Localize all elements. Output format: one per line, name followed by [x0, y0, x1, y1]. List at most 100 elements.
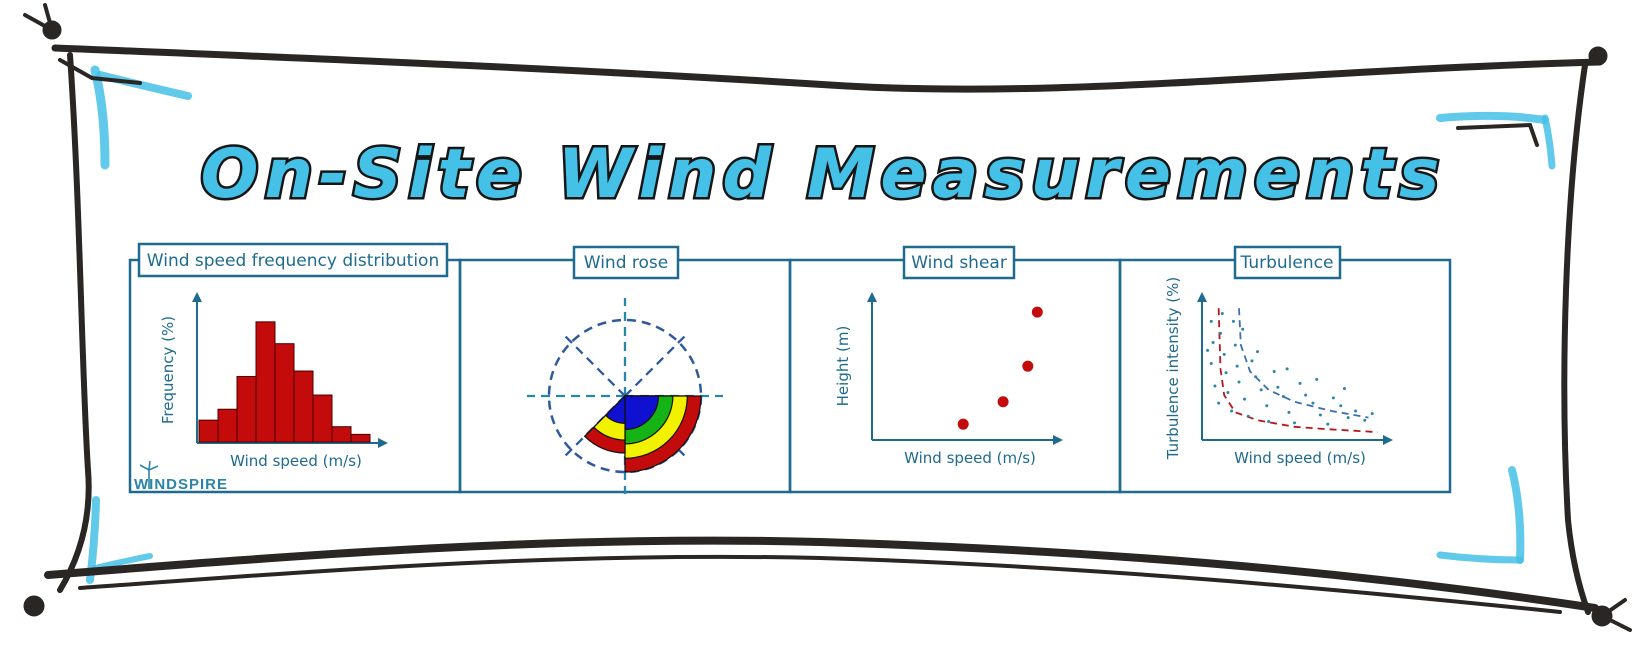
- frame-knot-bl: [23, 595, 45, 617]
- panel-windrose-label: Wind rose: [584, 253, 668, 273]
- highlight-bottom-right-h: [1436, 551, 1524, 564]
- windspire-logo: WINDSPIRE: [134, 460, 228, 493]
- turbulence-point: [1209, 319, 1213, 323]
- turbulence-point: [1293, 421, 1296, 425]
- turbulence-point: [1276, 385, 1280, 389]
- panel-frequency-label: Wind speed frequency distribution: [147, 251, 439, 271]
- turbulence-point: [1213, 384, 1217, 388]
- frequency-bar: [236, 375, 257, 443]
- turbulence-point: [1287, 410, 1291, 414]
- wind-turbine-icon: [139, 460, 159, 489]
- panel-turbulence-label: Turbulence: [1240, 253, 1334, 273]
- turbulence-point: [1224, 371, 1228, 375]
- highlight-top-left-h: [96, 71, 192, 100]
- frame-tail-br: [1600, 598, 1632, 632]
- shear-point: [1031, 306, 1043, 318]
- frequency-bars: [198, 321, 371, 443]
- frequency-bar: [274, 343, 295, 443]
- turbulence-point: [1220, 311, 1224, 315]
- turbulence-point: [1363, 418, 1367, 422]
- turb-y-axis-arrow: [1197, 292, 1207, 302]
- frame-bottom-edge-2: [78, 554, 1562, 614]
- highlight-top-left: [90, 65, 110, 170]
- freq-x-label: Wind speed (m/s): [230, 452, 362, 470]
- turbulence-point: [1342, 387, 1346, 391]
- turbulence-point: [1230, 409, 1234, 413]
- highlight-top-right-v: [1541, 114, 1556, 170]
- panel-turbulence-label-box: [1233, 245, 1342, 280]
- frame-top-right-tick: [1456, 122, 1539, 147]
- frequency-bar: [312, 394, 333, 443]
- highlight-bottom-right: [1508, 466, 1525, 564]
- frame-knot-tr: [1588, 46, 1608, 66]
- turbulence-point: [1259, 388, 1263, 392]
- turbulence-point: [1254, 375, 1258, 379]
- poster-title: On-Site Wind Measurements: [201, 135, 1446, 214]
- frequency-bar: [255, 321, 276, 443]
- turbulence-point: [1354, 409, 1358, 413]
- turbulence-point: [1209, 362, 1213, 366]
- shear-y-axis-arrow: [867, 292, 877, 302]
- panel-shear-label-box: [902, 245, 1016, 280]
- turbulence-point: [1285, 367, 1289, 371]
- shear-y-label: Height (m): [834, 326, 852, 407]
- hand-drawn-frame: [23, 3, 1632, 632]
- shear-point: [1022, 360, 1034, 372]
- freq-y-label: Frequency (%): [159, 316, 177, 424]
- panel-shear-label: Wind shear: [911, 253, 1007, 273]
- rose-spoke: [624, 331, 690, 397]
- panels: Wind speed frequency distribution Wind s…: [128, 242, 1452, 494]
- frame-right-edge: [1561, 62, 1591, 615]
- rose-sector-band: [604, 394, 626, 424]
- turbulence-curves: [1217, 308, 1378, 433]
- frequency-bar: [331, 426, 352, 443]
- turbulence-point: [1272, 369, 1276, 373]
- panel-wind-rose: Wind rose: [458, 245, 792, 494]
- turbulence-points: [1206, 311, 1374, 426]
- turbulence-point: [1267, 420, 1271, 424]
- shear-points: [957, 306, 1043, 430]
- turb-x-label: Wind speed (m/s): [1234, 449, 1366, 467]
- wind-rose-sectors: [583, 394, 702, 473]
- turbulence-point: [1318, 413, 1322, 417]
- frequency-bar: [293, 370, 314, 443]
- turb-y-label: Turbulence intensity (%): [1164, 277, 1182, 461]
- turb-x-axis-arrow: [1383, 435, 1393, 445]
- shear-point: [957, 418, 969, 430]
- turbulence-point: [1315, 377, 1319, 381]
- highlight-top-right: [1436, 111, 1549, 124]
- frame-top-edge: [51, 44, 1604, 93]
- frame-top-left-tick: [58, 58, 142, 85]
- turbulence-point: [1339, 404, 1343, 408]
- logo-text: WINDSPIRE: [134, 476, 228, 493]
- turbulence-point: [1231, 319, 1235, 323]
- turbulence-point: [1246, 414, 1250, 418]
- freq-y-axis-arrow: [192, 292, 202, 302]
- turbulence-curve: [1238, 308, 1369, 419]
- frequency-bar: [198, 419, 219, 443]
- turbulence-point: [1206, 348, 1210, 352]
- turbulence-point: [1298, 381, 1302, 385]
- turbulence-point: [1226, 391, 1230, 395]
- turbulence-point: [1250, 359, 1254, 363]
- rose-sector-band: [624, 395, 660, 431]
- turbulence-curve: [1217, 308, 1378, 433]
- rose-spoke: [560, 331, 626, 397]
- frame-left-edge: [57, 52, 92, 593]
- turbulence-point: [1311, 401, 1315, 405]
- panel-windrose-label-box: [572, 245, 680, 280]
- shear-point: [997, 396, 1009, 408]
- turbulence-point: [1237, 380, 1241, 384]
- turbulence-point: [1233, 343, 1237, 347]
- turbulence-point: [1265, 404, 1269, 408]
- turbulence-point: [1211, 340, 1215, 344]
- turbulence-point: [1331, 396, 1335, 400]
- turbulence-point: [1346, 416, 1350, 420]
- turbulence-point: [1326, 422, 1330, 426]
- turbulence-point: [1370, 412, 1374, 416]
- turbulence-point: [1235, 364, 1239, 368]
- panel-frequency-label-box: [137, 242, 449, 278]
- frame-tail-tl: [23, 3, 54, 32]
- shear-x-label: Wind speed (m/s): [904, 449, 1036, 467]
